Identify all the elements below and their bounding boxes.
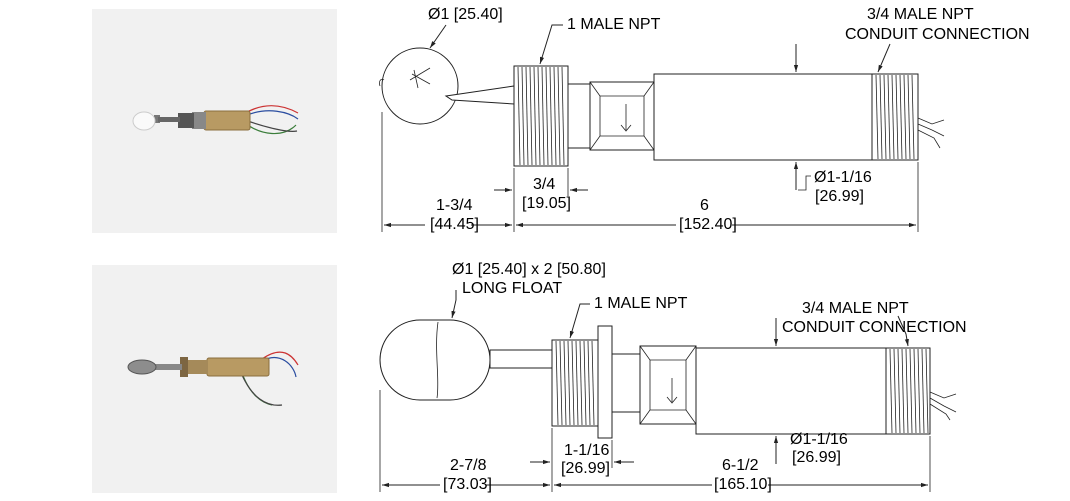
label-float-dia-bottom-1: Ø1 [25.40] x 2 [50.80] [452,261,606,278]
npt-thread-bottom [551,339,599,427]
label-body-dia-top: Ø1-1/16 [814,169,872,186]
label-body-len-top: 6 [700,197,709,214]
product-photo-short-float [92,9,337,233]
product-photo-long-float [92,265,337,493]
label-thread-len-top: 3/4 [533,176,555,193]
label-thread-len-bottom: 1-1/16 [564,442,609,459]
float-stem-bottom [489,349,553,369]
label-thread-len-bottom-mm: [26.99] [561,460,610,477]
float-switch-photo-2 [127,351,299,406]
label-body-len-bottom: 6-1/2 [722,457,759,474]
conduit-thread-top [871,73,919,161]
float-ball-top [381,47,459,125]
label-body-dia-top-mm: [26.99] [815,188,864,205]
top-switch-drawing: Ø1 [25.40] 1 MALE NPT 3/4 MALE NPT CONDU… [379,6,1030,233]
label-thread-bottom: 1 MALE NPT [594,295,688,312]
label-conduit-top-2: CONDUIT CONNECTION [845,26,1030,43]
label-conduit-top-1: 3/4 MALE NPT [867,6,974,23]
switch-body-bottom [695,347,887,435]
label-float-diameter-top: Ø1 [25.40] [428,6,503,23]
label-thread-top: 1 MALE NPT [567,16,661,33]
label-conduit-bottom-2: CONDUIT CONNECTION [782,319,967,336]
switch-body-top [653,73,873,161]
label-float-len-top: 1-3/4 [436,197,473,214]
bottom-switch-drawing: Ø1 [25.40] x 2 [50.80] LONG FLOAT 1 MALE… [379,261,967,493]
label-body-len-top-mm: [152.40] [679,216,737,233]
float-long-bottom [379,319,491,401]
float-switch-photo-1 [132,105,299,135]
label-float-len-bottom-mm: [73.03] [443,476,492,493]
label-body-len-bottom-mm: [165.10] [714,476,772,493]
label-float-len-top-mm: [44.45] [430,216,479,233]
label-conduit-bottom-1: 3/4 MALE NPT [802,300,909,317]
label-float-dia-bottom-2: LONG FLOAT [462,280,562,297]
label-thread-len-top-mm: [19.05] [522,195,571,212]
label-body-dia-bottom: Ø1-1/16 [790,431,848,448]
label-body-dia-bottom-mm: [26.99] [792,449,841,466]
label-float-len-bottom: 2-7/8 [450,457,487,474]
